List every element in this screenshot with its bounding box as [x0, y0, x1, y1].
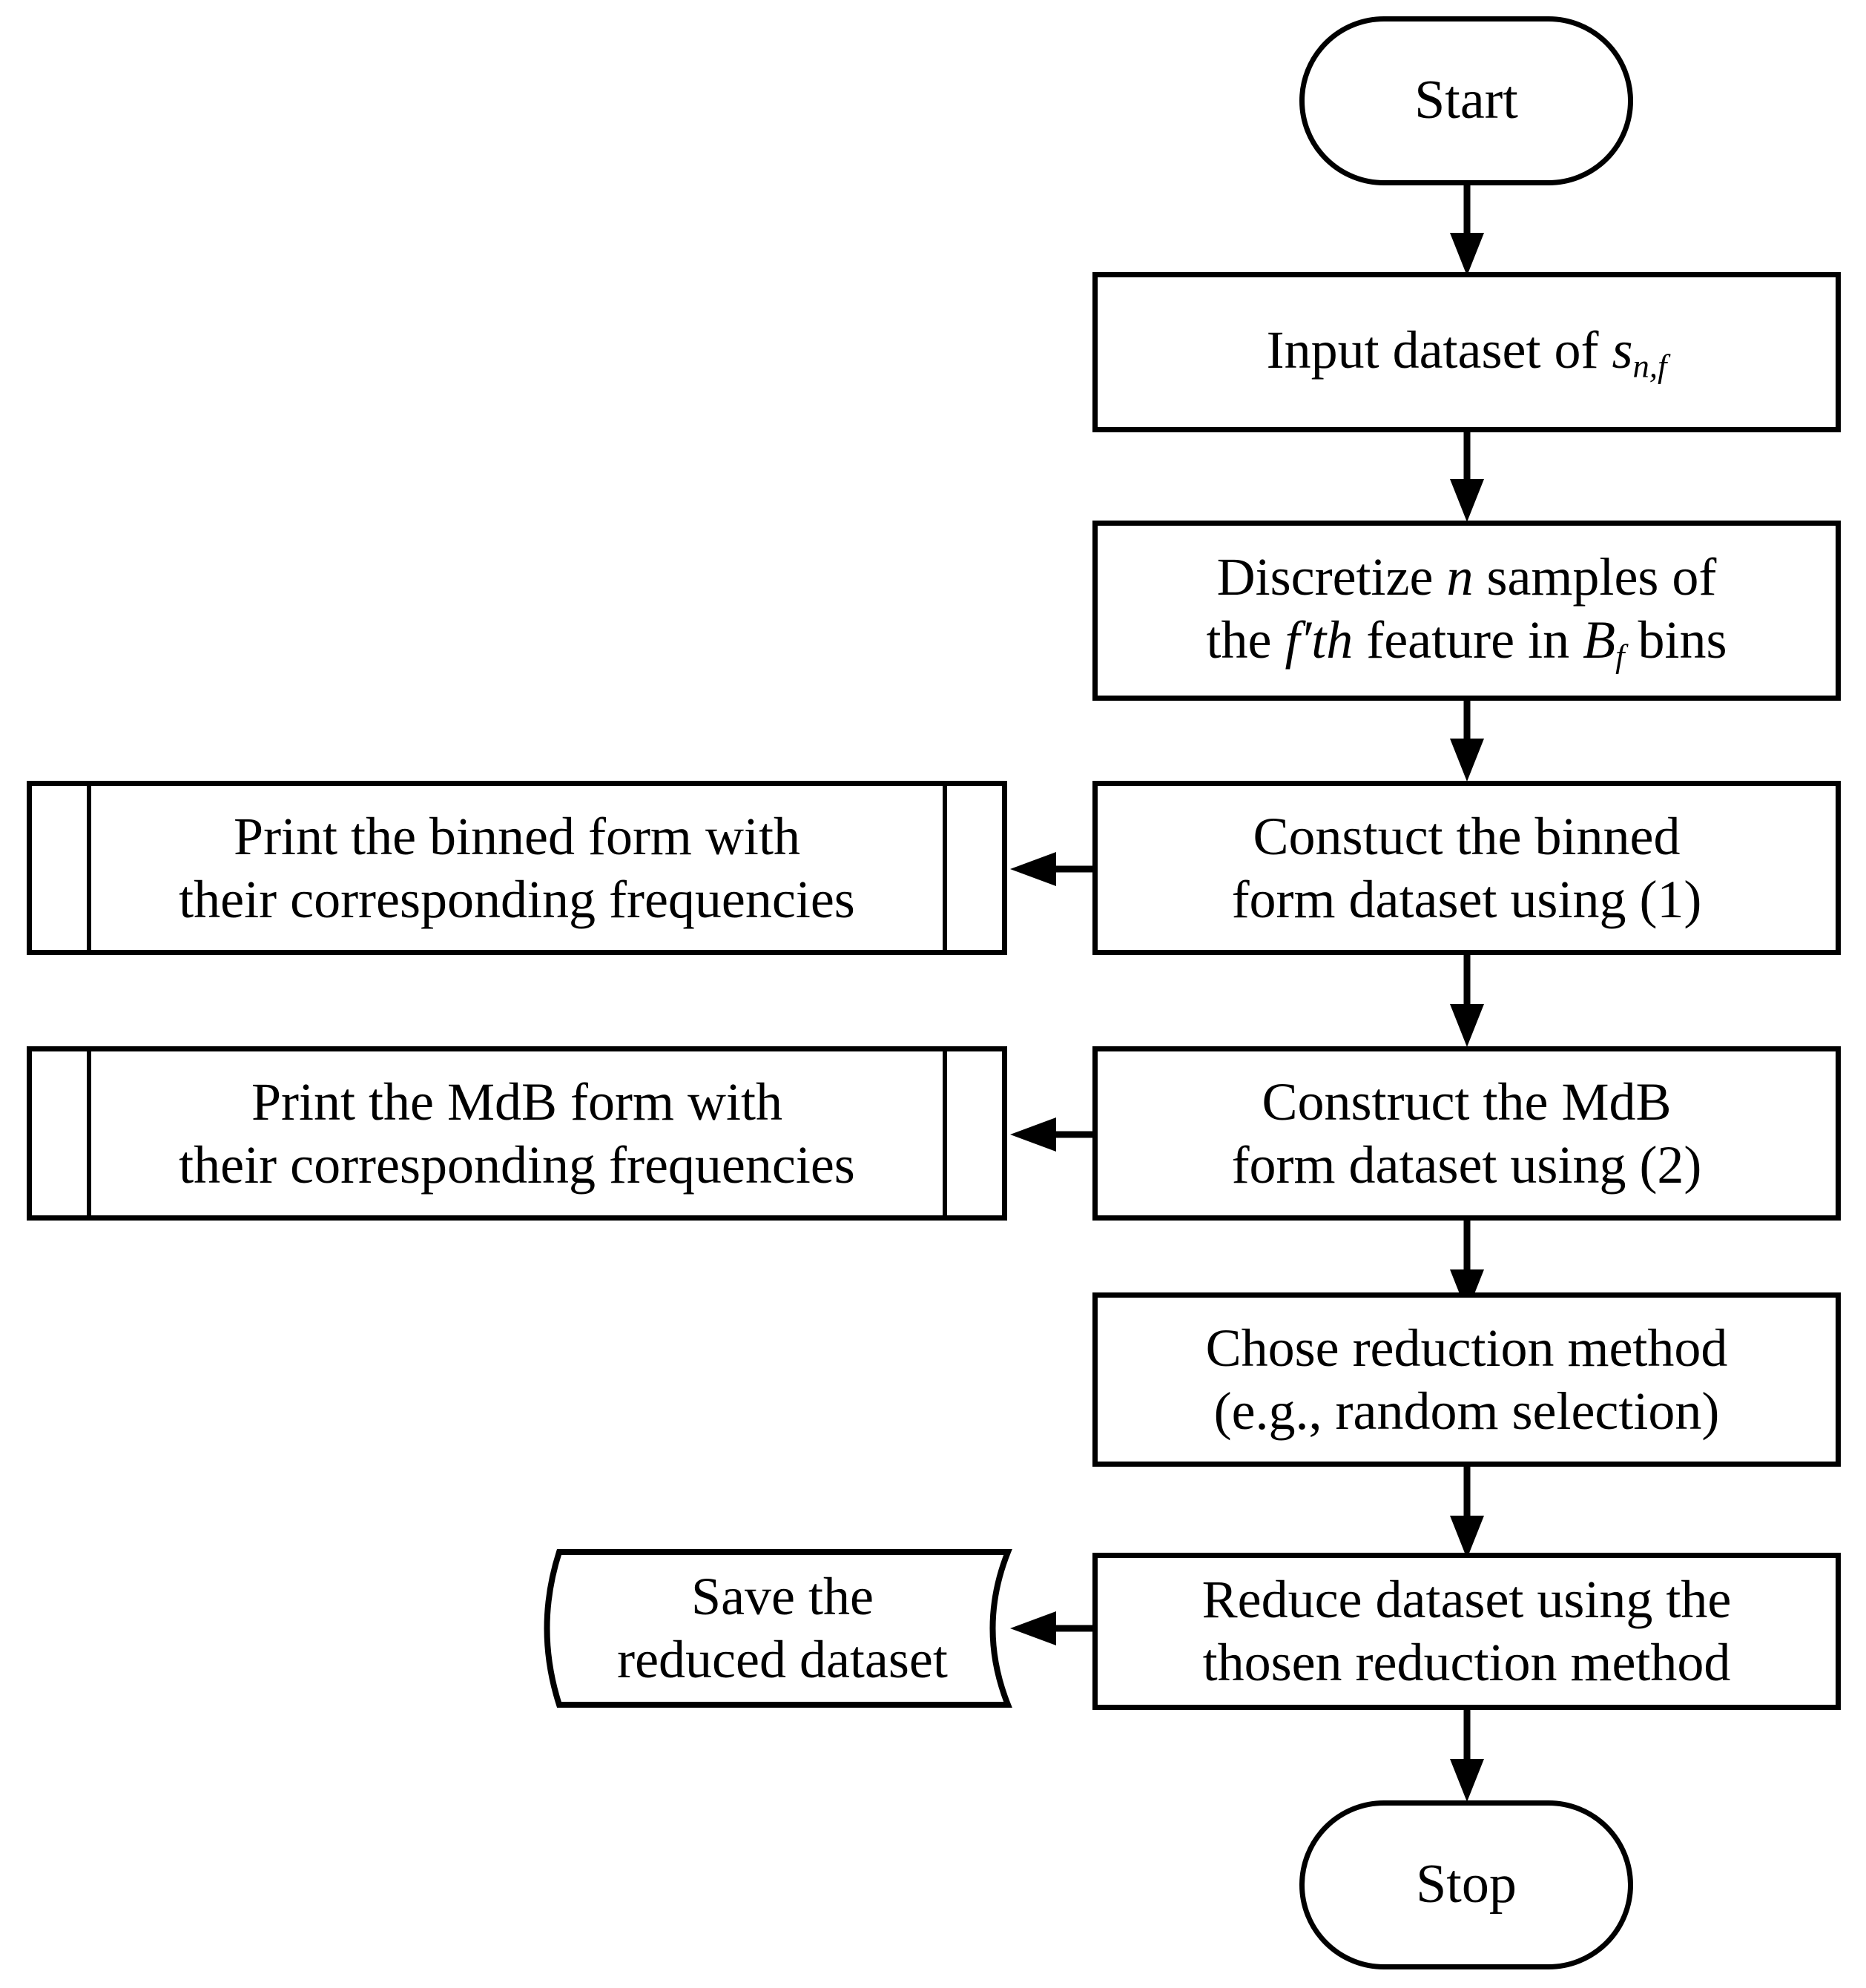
node-construct-binned-label: Constuct the binned form dataset using (… — [1231, 806, 1702, 929]
edge-construct-mdb-to-print-mdb — [1010, 1117, 1098, 1152]
node-print-binned[interactable]: Print the binned form with their corresp… — [27, 781, 1007, 955]
node-print-binned-label: Print the binned form with their corresp… — [179, 806, 855, 929]
discretize-line2-symbol: B — [1583, 610, 1616, 670]
discretize-line2-var: f′th — [1285, 610, 1354, 670]
edge-construct-binned-to-construct-mdb — [1450, 955, 1484, 1047]
node-input-dataset-label: Input dataset of sn,f — [1256, 319, 1678, 386]
node-construct-mdb[interactable]: Construct the MdB form dataset using (2) — [1092, 1046, 1841, 1221]
edge-reduce-to-stop — [1450, 1710, 1484, 1802]
node-print-mdb[interactable]: Print the MdB form with their correspond… — [27, 1046, 1007, 1221]
node-save-dataset[interactable]: Save the reduced dataset — [530, 1547, 1013, 1710]
node-start-label: Start — [1414, 70, 1518, 131]
discretize-line2-a: the — [1206, 610, 1285, 670]
node-input-dataset[interactable]: Input dataset of sn,f — [1092, 272, 1841, 432]
node-choose-method-label: Chose reduction method (e.g., random sel… — [1205, 1318, 1728, 1441]
node-reduce-dataset[interactable]: Reduce dataset using the thosen reductio… — [1092, 1553, 1841, 1710]
input-dataset-prefix: Input dataset of — [1266, 320, 1612, 380]
discretize-line1-var: n — [1446, 546, 1474, 607]
node-start[interactable]: Start — [1299, 16, 1633, 185]
input-dataset-symbol: s — [1612, 320, 1633, 380]
node-stop-label: Stop — [1416, 1854, 1517, 1915]
discretize-line2-subscript: f — [1615, 637, 1625, 675]
node-stop[interactable]: Stop — [1299, 1800, 1633, 1969]
discretize-line2-b: feature in — [1353, 610, 1583, 670]
edge-start-to-input — [1450, 184, 1484, 276]
edge-input-to-discretize — [1450, 430, 1484, 522]
edge-construct-binned-to-print-binned — [1010, 852, 1098, 886]
input-dataset-subscript: n,f — [1632, 347, 1667, 385]
edge-choose-to-reduce — [1450, 1467, 1484, 1559]
node-choose-method[interactable]: Chose reduction method (e.g., random sel… — [1092, 1292, 1841, 1467]
edge-discretize-to-construct-binned — [1450, 690, 1484, 782]
discretize-line1-b: samples of — [1473, 546, 1717, 607]
node-construct-binned[interactable]: Constuct the binned form dataset using (… — [1092, 781, 1841, 955]
discretize-line2-c: bins — [1624, 610, 1727, 670]
node-print-mdb-label: Print the MdB form with their correspond… — [179, 1071, 855, 1195]
node-save-dataset-label: Save the reduced dataset — [617, 1567, 948, 1689]
node-reduce-dataset-label: Reduce dataset using the thosen reductio… — [1201, 1570, 1732, 1692]
node-discretize[interactable]: Discretize n samples of the f′th feature … — [1092, 521, 1841, 701]
discretize-line1-a: Discretize — [1216, 546, 1447, 607]
node-construct-mdb-label: Construct the MdB form dataset using (2) — [1231, 1071, 1702, 1195]
node-discretize-label: Discretize n samples of the f′th feature … — [1196, 546, 1738, 676]
